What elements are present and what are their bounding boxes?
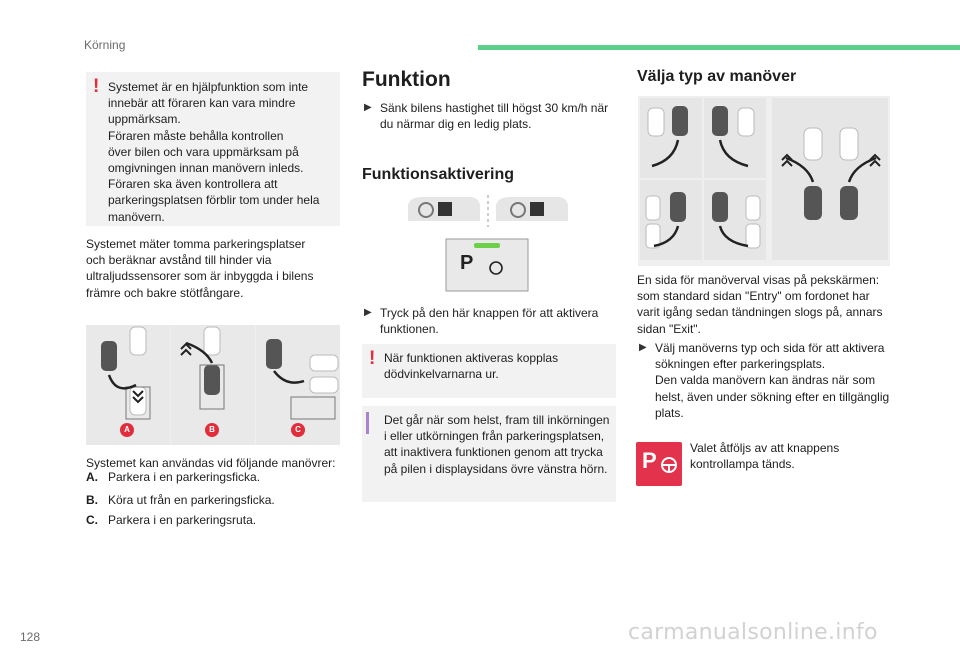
warning-icon: ! xyxy=(93,76,100,97)
warning-line: När funktionen aktiveras kopplas xyxy=(384,351,559,365)
info-line: på pilen i displaysidans övre vänstra hö… xyxy=(384,461,608,476)
selection-paragraph: En sida för manöverval visas på pekskärm… xyxy=(637,272,897,337)
maneuver-intro: Systemet kan användas vid följande manöv… xyxy=(86,456,336,470)
intro-line: Systemet mäter tomma parkeringsplatser xyxy=(86,237,306,251)
bullet-line: Välj manöverns typ och sida för att akti… xyxy=(655,341,885,355)
section-heading-aktivering: Funktionsaktivering xyxy=(362,166,515,183)
para-line: sidan "Exit". xyxy=(637,321,701,336)
bullet-line: Sänk bilens hastighet till högst 30 km/h… xyxy=(380,101,609,115)
warning-line: parkeringsplatsen förblir tom under hela xyxy=(108,193,320,208)
intro-paragraph: Systemet mäter tomma parkeringsplatser o… xyxy=(86,236,340,301)
info-icon xyxy=(366,412,369,434)
section-heading-valja: Välja typ av manöver xyxy=(637,68,797,85)
bullet-speed: ▶ Sänk bilens hastighet till högst 30 km… xyxy=(364,100,616,134)
maneuver-illustration xyxy=(86,325,340,445)
section-accent-bar xyxy=(478,45,960,50)
park-lamp-symbol: P xyxy=(642,448,657,473)
para-line: varit igång sedan tändningen slogs på, a… xyxy=(637,305,883,320)
warning-icon: ! xyxy=(369,348,376,369)
bullet-line: du närmar dig en ledig plats. xyxy=(380,117,532,132)
maneuver-text: Parkera i en parkeringsficka. xyxy=(108,470,261,484)
bullet-arrow-icon: ▶ xyxy=(639,342,647,353)
warning-line: Föraren måste behålla kontrollen xyxy=(108,128,284,143)
maneuver-selection-illustration xyxy=(640,98,888,260)
maneuver-item-c: C. Parkera i en parkeringsruta. xyxy=(86,512,340,528)
warning-line: innebär att föraren kan vara mindre xyxy=(108,96,296,111)
maneuver-selection-figure xyxy=(638,96,890,266)
lamp-text: Valet åtföljs av att knappens kontrollam… xyxy=(690,440,890,472)
warning-line: manövern. xyxy=(108,209,165,224)
bullet-line: plats. xyxy=(655,405,684,420)
para-line: En sida för manöverval visas på pekskärm… xyxy=(637,273,880,287)
warning-line: dödvinkelvarnarna ur. xyxy=(384,367,499,382)
label-a-badge: A xyxy=(120,423,134,437)
warning-line: över bilen och vara uppmärksam på xyxy=(108,144,299,159)
bullet-line: helst, även under sökning efter en tillg… xyxy=(655,389,890,404)
bullet-text: Välj manöverns typ och sida för att akti… xyxy=(655,340,899,421)
page-number: 128 xyxy=(20,630,41,644)
bullet-line: sökningen efter parkeringsplats. xyxy=(655,357,826,372)
watermark: carmanualsonline.info xyxy=(628,620,878,645)
warning-line: omgivningen innan manövern inleds. xyxy=(108,161,304,176)
maneuver-figure: A B C xyxy=(86,325,340,445)
activation-illustration: P xyxy=(400,193,576,293)
bullet-arrow-icon: ▶ xyxy=(364,307,372,318)
bullet-arrow-icon: ▶ xyxy=(364,102,372,113)
intro-line: och beräknar avstånd till hinder via xyxy=(86,253,272,268)
maneuver-item-a: A. Parkera i en parkeringsficka. xyxy=(86,469,340,485)
dashboard-illustration xyxy=(408,195,568,292)
info-line: i eller utkörningen från parkeringsplats… xyxy=(384,429,605,444)
para-line: som standard sidan "Entry" om fordonet h… xyxy=(637,289,870,304)
bullet-text: Sänk bilens hastighet till högst 30 km/h… xyxy=(380,100,615,132)
maneuver-letter: B. xyxy=(86,493,98,507)
info-line: att inaktivera funktionen genom att tryc… xyxy=(384,445,603,460)
warning-line: Systemet är en hjälpfunktion som inte xyxy=(108,80,309,94)
bullet-press-button: ▶ Tryck på den här knappen för att aktiv… xyxy=(364,305,616,339)
warning-text: Systemet är en hjälpfunktion som inte in… xyxy=(108,79,336,225)
maneuver-item-b: B. Köra ut från en parkeringsficka. xyxy=(86,492,340,508)
info-box: Det går när som helst, fram till inkörni… xyxy=(362,406,616,502)
lamp-line: Valet åtföljs av att knappens xyxy=(690,441,840,455)
bullet-line: funktionen. xyxy=(380,322,439,337)
park-lamp-icon: P xyxy=(636,442,682,486)
section-heading-funktion: Funktion xyxy=(362,68,451,91)
info-line: Det går när som helst, fram till inkörni… xyxy=(384,413,610,427)
maneuver-letter: A. xyxy=(86,470,98,484)
park-button-symbol: P xyxy=(460,252,474,274)
warning-line: Föraren ska även kontrollera att xyxy=(108,177,278,192)
bullet-line: Den valda manövern kan ändras när som xyxy=(655,373,876,388)
warning-line: uppmärksam. xyxy=(108,112,181,127)
bullet-line: Tryck på den här knappen för att aktiver… xyxy=(380,306,599,320)
label-c-badge: C xyxy=(291,423,305,437)
bullet-text: Tryck på den här knappen för att aktiver… xyxy=(380,305,615,337)
warning-box: ! Systemet är en hjälpfunktion som inte … xyxy=(86,72,340,226)
maneuver-text: Köra ut från en parkeringsficka. xyxy=(108,493,275,507)
info-text: Det går när som helst, fram till inkörni… xyxy=(384,412,614,477)
lamp-line: kontrollampa tänds. xyxy=(690,457,795,472)
steering-wheel-icon xyxy=(661,457,677,473)
warning-box-blindspot: ! När funktionen aktiveras kopplas dödvi… xyxy=(362,344,616,398)
bullet-select-maneuver: ▶ Välj manöverns typ och sida för att ak… xyxy=(639,340,899,422)
maneuver-text: Parkera i en parkeringsruta. xyxy=(108,513,257,527)
label-b-badge: B xyxy=(205,423,219,437)
maneuver-letter: C. xyxy=(86,513,98,527)
intro-line: ultraljudssensorer som är inbyggda i bil… xyxy=(86,269,314,284)
warning-text: När funktionen aktiveras kopplas dödvink… xyxy=(384,350,612,382)
intro-line: främre och bakre stötfångare. xyxy=(86,285,244,300)
section-title: Körning xyxy=(84,38,126,52)
